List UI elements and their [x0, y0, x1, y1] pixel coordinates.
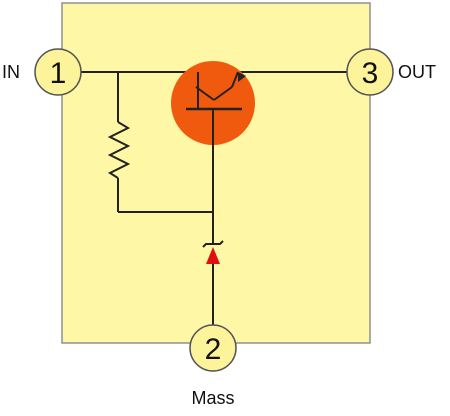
resistor — [107, 72, 212, 213]
pin-2-number: 2 — [205, 333, 222, 366]
pin-1-in: 1 — [34, 48, 82, 96]
out-label: OUT — [398, 62, 436, 82]
pin-3-number: 3 — [362, 57, 379, 90]
in-label: IN — [2, 62, 20, 82]
package-body — [61, 2, 371, 344]
npn-transistor — [171, 61, 255, 145]
pin-3-out: 3 — [346, 48, 394, 96]
mass-label: Mass — [191, 388, 234, 408]
zener-diode — [202, 240, 224, 264]
pin-2-gnd: 2 — [189, 324, 237, 372]
pin-1-number: 1 — [50, 57, 67, 90]
